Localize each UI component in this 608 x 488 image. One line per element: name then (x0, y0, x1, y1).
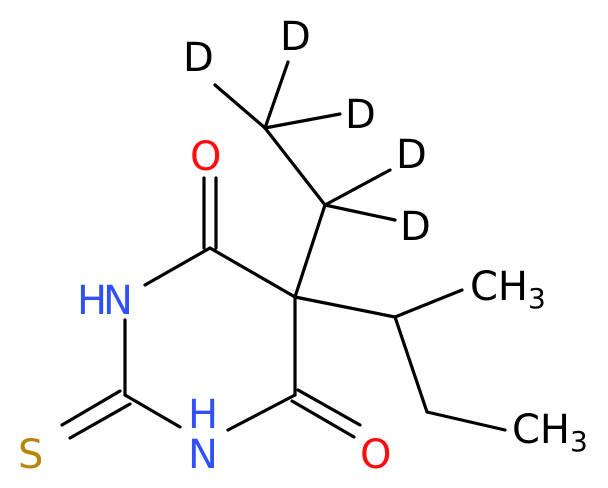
methyl-lower-subscript: 3 (570, 425, 588, 458)
bond-ch-ch3-upper (393, 288, 464, 319)
atom-deuterium-1: D (183, 35, 214, 81)
atom-methyl-lower: CH3 (512, 407, 588, 458)
atom-hydrogen-n1: H (188, 392, 218, 438)
bond-c5-cd2 (293, 203, 327, 299)
bond-c2-n1 (123, 393, 182, 429)
atom-deuterium-3: D (345, 92, 376, 138)
atom-oxygen-top: O (190, 134, 221, 180)
atom-labels: O H N H N S O D D D D D CH3 CH3 (18, 14, 588, 478)
atom-hydrogen-n3: H (77, 278, 107, 324)
bond-c2-s-a (60, 389, 122, 427)
atom-nitrogen-n3: N (103, 278, 133, 324)
atom-deuterium-4: D (396, 132, 427, 178)
bond-cd3-d-left (213, 83, 267, 130)
bond-cd2-d-upper (323, 168, 392, 207)
bond-c5-ch (293, 295, 397, 319)
bond-cd3-d-right (263, 112, 342, 130)
atom-sulfur: S (18, 432, 43, 478)
methyl-upper-ch: CH (470, 264, 528, 310)
methyl-upper-subscript: 3 (528, 282, 546, 315)
bond-cd3-d-top (263, 60, 290, 130)
atom-deuterium-5: D (400, 204, 431, 250)
bond-lines (60, 60, 507, 440)
bond-cd2-d-lower (323, 203, 397, 222)
atom-oxygen-bottom: O (360, 432, 391, 478)
bond-c2-s-b (68, 402, 132, 440)
atom-deuterium-2: D (280, 14, 311, 60)
bond-n1-c6 (226, 393, 297, 432)
atom-nitrogen-n1: N (188, 432, 218, 478)
bond-cd2-cd3 (263, 126, 327, 207)
atom-methyl-upper: CH3 (470, 264, 546, 315)
bond-c5-c4 (208, 246, 297, 299)
bond-c6-o-a (296, 388, 362, 427)
bond-ch2-ch3-lower (425, 410, 507, 432)
bond-ch-ch2 (393, 315, 429, 414)
bond-c6-o-b (290, 399, 356, 439)
bond-c4-n3 (143, 246, 212, 287)
methyl-lower-ch: CH (512, 407, 570, 453)
